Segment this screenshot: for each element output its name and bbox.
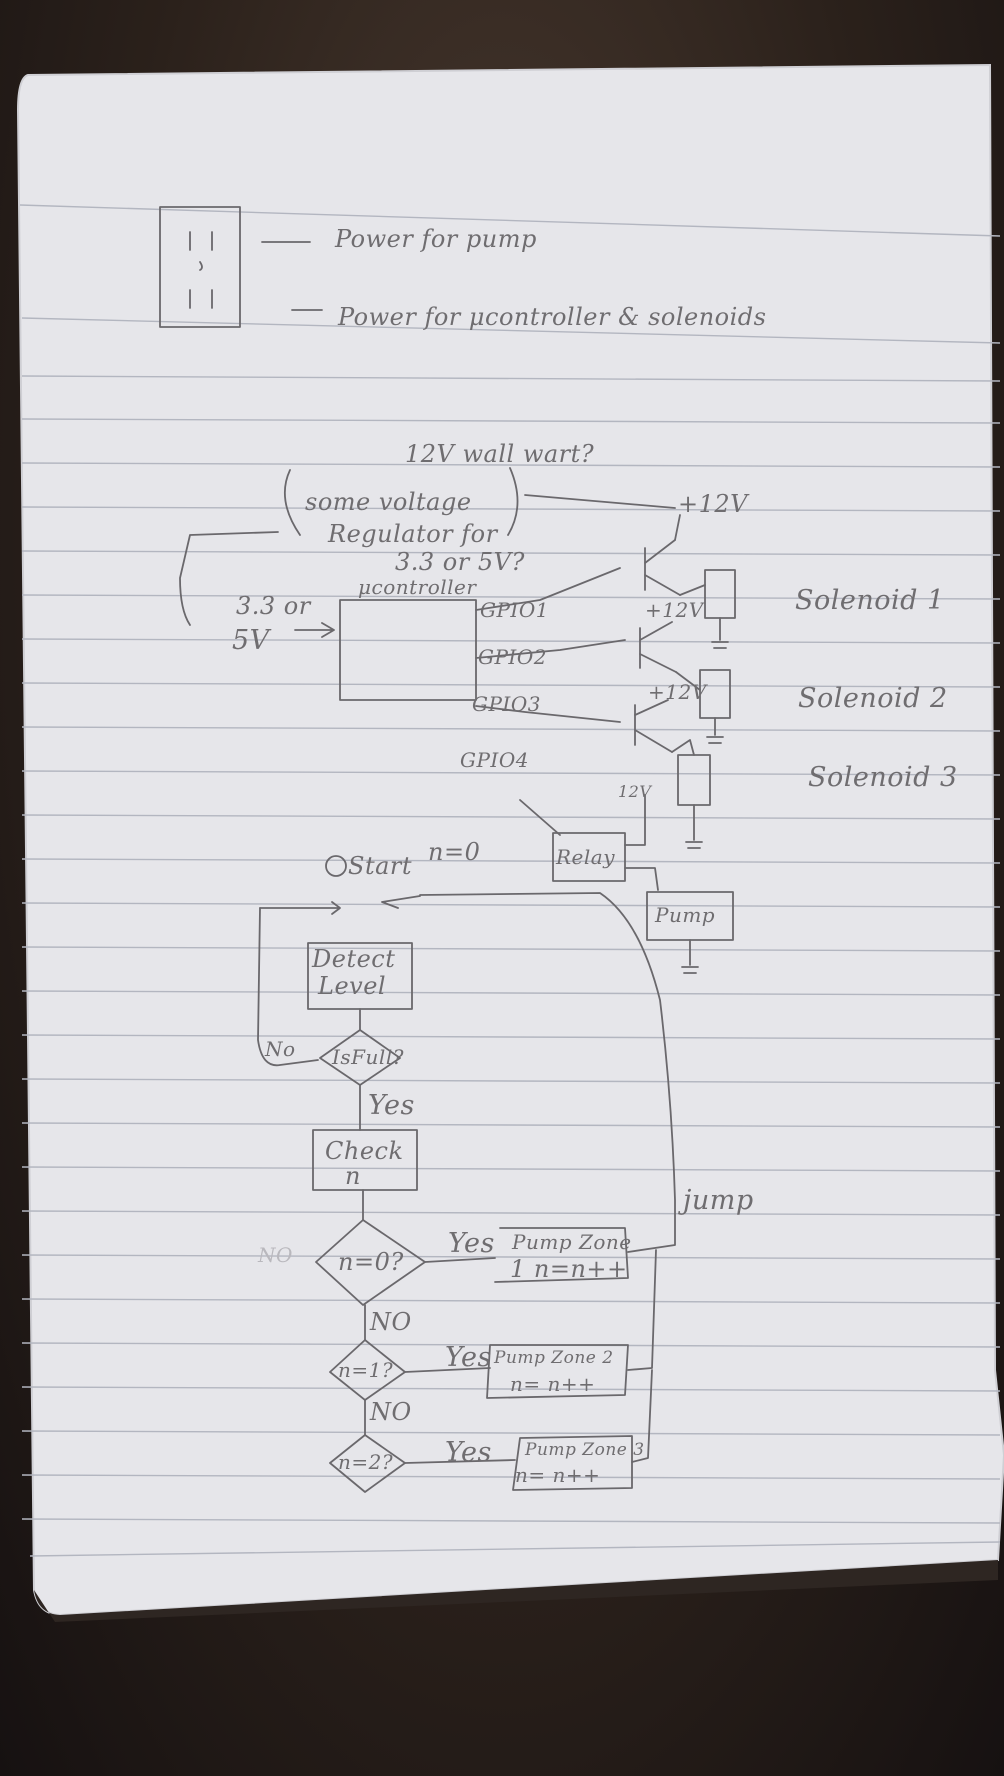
- gpio1-label: GPIO1: [480, 598, 549, 622]
- solenoid-1-ground: [679, 584, 729, 649]
- gpio4-label: GPIO4: [460, 748, 529, 772]
- input-voltage-2: 5V: [232, 625, 270, 656]
- check-n-box: [312, 1129, 418, 1191]
- gpio2-wire: [475, 639, 626, 659]
- rail-s2-label: +12V: [648, 680, 707, 704]
- controller-label: μcontroller: [358, 575, 477, 599]
- solenoid-2-ground: [675, 671, 724, 744]
- action1-line-2: 1 n=n++: [510, 1255, 628, 1283]
- supply-label: 12V wall wart?: [405, 440, 595, 468]
- check-line-2: n: [345, 1162, 361, 1190]
- legend-controller-power: Power for μcontroller & solenoids: [338, 303, 767, 331]
- cond-n1-label: n=1?: [338, 1358, 394, 1382]
- init-label: n=0: [428, 838, 481, 866]
- yes3-label: Yes: [445, 1437, 492, 1468]
- no2-label: NO: [370, 1398, 412, 1426]
- regulator-line-1: some voltage: [305, 488, 472, 516]
- cond-n2-label: n=2?: [338, 1450, 394, 1474]
- pump-ground: [681, 939, 699, 974]
- solenoid-3-label: Solenoid 3: [808, 762, 958, 793]
- solenoid-3-ground: [671, 739, 703, 849]
- microcontroller-box: [339, 599, 477, 701]
- loop-arrow: [259, 901, 341, 915]
- pump-zone-1-box: [494, 1227, 629, 1283]
- relay-box: [552, 832, 626, 882]
- regulator-output-wire: [179, 531, 279, 626]
- action1-line-1: Pump Zone: [512, 1230, 632, 1254]
- faint-no-label: NO: [258, 1243, 293, 1267]
- solenoid-2-label: Solenoid 2: [798, 683, 948, 714]
- yes1-label: Yes: [448, 1228, 495, 1259]
- no-loop-label: No: [265, 1037, 296, 1061]
- check-line-1: Check: [325, 1137, 404, 1165]
- gpio1-wire: [475, 567, 621, 611]
- input-voltage-1: 3.3 or: [236, 592, 311, 620]
- power-outlet-icon: [159, 206, 323, 328]
- input-arrow: [294, 622, 335, 638]
- n-equals-0-diamond: [315, 1219, 426, 1306]
- action3-line-2: n= n++: [515, 1463, 601, 1487]
- regulator-bracket-right: [507, 467, 519, 536]
- relay-to-pump-wire: [624, 867, 659, 891]
- action2-line-1: Pump Zone 2: [494, 1348, 614, 1368]
- solenoid-1-label: Solenoid 1: [795, 585, 945, 616]
- rail-s1-label: +12V: [645, 598, 704, 622]
- rail-relay-label: 12V: [618, 782, 652, 801]
- detect-line-2: Level: [318, 972, 387, 1000]
- regulator-bracket-left: [283, 469, 301, 536]
- gpio4-wire: [519, 799, 561, 836]
- gpio3-label: GPIO3: [472, 692, 541, 716]
- cond-n0-label: n=0?: [338, 1248, 404, 1276]
- legend-pump-power: Power for pump: [335, 225, 537, 253]
- gpio3-wire: [475, 705, 621, 723]
- jump-line: [419, 892, 676, 1253]
- pump-zone-2-box: [486, 1344, 629, 1399]
- no-loop-wire: [257, 907, 319, 1067]
- jump-arrowhead: [381, 895, 421, 909]
- yes-full-label: Yes: [368, 1090, 415, 1121]
- yes2-label: Yes: [445, 1342, 492, 1373]
- transistor-3: [634, 699, 673, 753]
- n-equals-2-diamond: [329, 1434, 406, 1493]
- rail-main-label: +12V: [678, 490, 748, 518]
- jump-line-3: [631, 1369, 653, 1463]
- regulator-line-3: 3.3 or 5V?: [395, 548, 525, 576]
- start-node: [325, 855, 347, 877]
- supply-wire: [524, 494, 676, 509]
- transistor-2: [639, 621, 677, 673]
- regulator-line-2: Regulator for: [328, 520, 498, 548]
- start-label: Start: [348, 852, 413, 880]
- relay-label: Relay: [556, 845, 616, 869]
- action2-line-2: n= n++: [510, 1372, 596, 1396]
- detect-line-1: Detect: [312, 945, 396, 973]
- no1-label: NO: [370, 1308, 412, 1336]
- is-full-label: IsFull?: [332, 1045, 404, 1069]
- jump-label: jump: [683, 1185, 754, 1216]
- jump-line-2: [627, 1249, 657, 1371]
- pump-label: Pump: [655, 903, 716, 927]
- action3-line-1: Pump Zone 3: [525, 1440, 645, 1460]
- gpio2-label: GPIO2: [478, 645, 547, 669]
- transistor-1: [644, 514, 681, 596]
- relay-supply-wire: [624, 794, 646, 846]
- pump-zone-3-box: [512, 1435, 633, 1491]
